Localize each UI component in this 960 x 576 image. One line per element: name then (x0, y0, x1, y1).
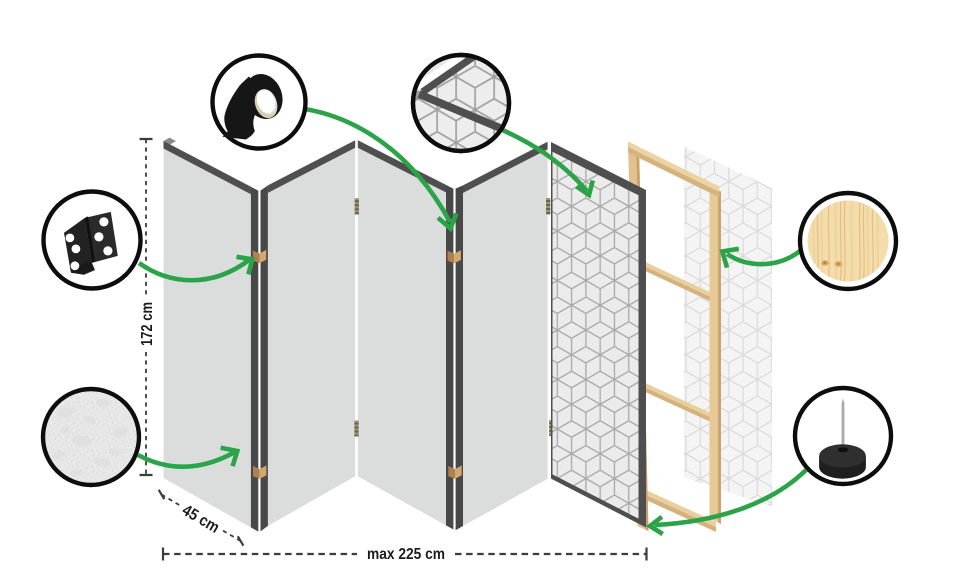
svg-text:max 225 cm: max 225 cm (367, 546, 445, 563)
svg-text:172 cm: 172 cm (139, 302, 156, 346)
